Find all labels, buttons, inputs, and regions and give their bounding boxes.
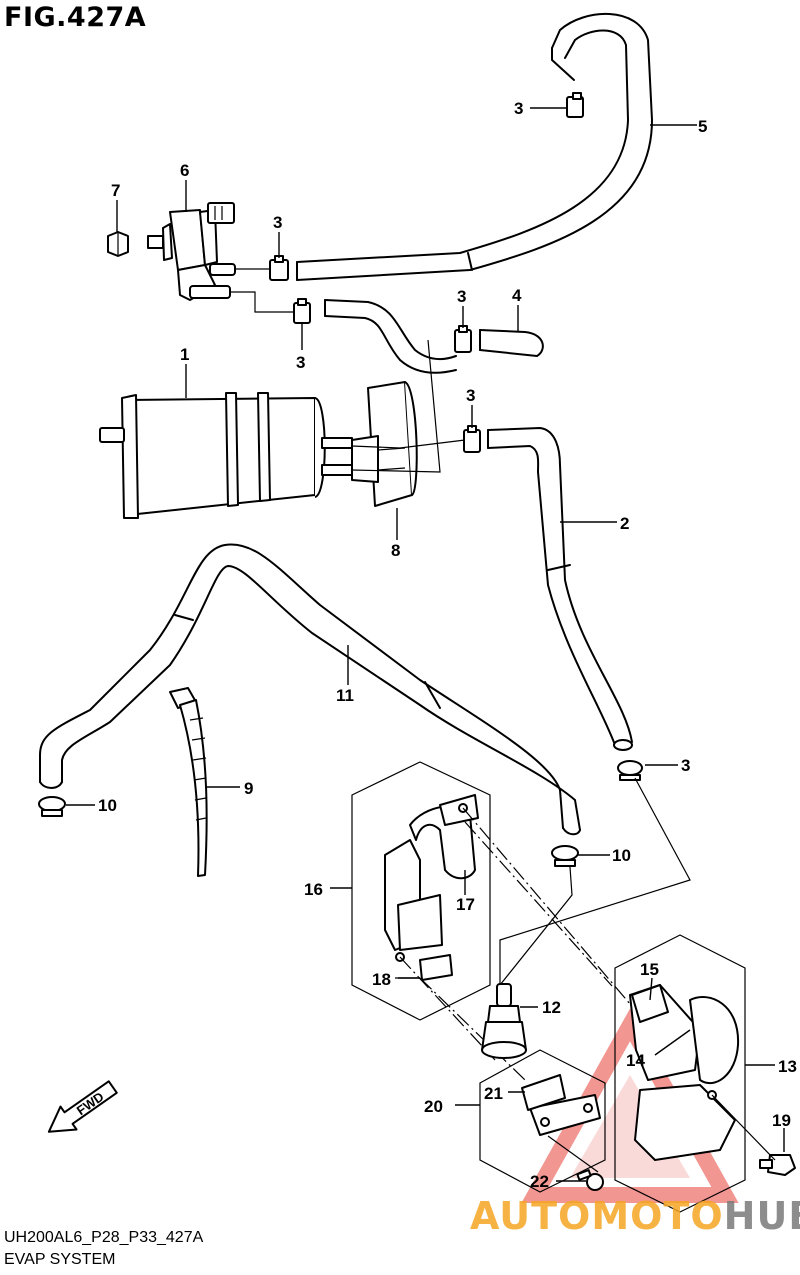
canister-1 [99, 392, 353, 519]
watermark-text-a: AUTOMOTO [470, 1194, 724, 1238]
purge-valve-6 [147, 202, 236, 301]
clamp-10-right [551, 845, 579, 867]
callouts: 5 3 6 7 3 3 3 4 1 3 2 8 11 9 3 10 10 16 … [98, 99, 797, 1191]
leader-lines [66, 107, 785, 1182]
callout-17: 17 [456, 895, 475, 914]
watermark-text-b: HUB [723, 1194, 800, 1238]
callout-1: 1 [180, 345, 189, 364]
callout-22: 22 [530, 1172, 549, 1191]
clip-18 [419, 954, 453, 981]
clamp-10-left [38, 796, 66, 817]
callout-3: 3 [296, 353, 305, 372]
fwd-arrow-icon: FWD [47, 1080, 118, 1133]
clamp-3-hose-4 [454, 325, 472, 353]
callout-20: 20 [424, 1097, 443, 1116]
callout-2: 2 [620, 514, 629, 533]
group-16-outline [351, 761, 491, 1021]
callout-5: 5 [698, 117, 707, 136]
callout-3: 3 [457, 287, 466, 306]
callout-3: 3 [273, 213, 282, 232]
clip-21 [521, 1074, 566, 1111]
group-20-outline [479, 1049, 606, 1193]
callout-15: 15 [640, 960, 659, 979]
clamp-3-hose-2 [463, 425, 481, 453]
hose-11 [39, 543, 581, 836]
hose-2 [487, 427, 633, 751]
watermark-logo: AUTOMOTOHUB [470, 1194, 800, 1238]
holder-17 [409, 794, 479, 880]
callout-13: 13 [778, 1057, 797, 1076]
system-name: EVAP SYSTEM [4, 1251, 116, 1268]
bracket-20 [529, 1094, 601, 1136]
callout-8: 8 [391, 541, 400, 560]
callout-16: 16 [304, 880, 323, 899]
figure-title: FIG.427A [4, 2, 147, 33]
nut-7 [107, 231, 129, 257]
callout-14: 14 [626, 1051, 645, 1070]
clamp-3-valve [269, 255, 289, 281]
callout-4: 4 [512, 286, 522, 305]
callout-11: 11 [336, 686, 354, 705]
callout-10: 10 [612, 846, 631, 865]
callout-21: 21 [484, 1084, 503, 1103]
callout-6: 6 [180, 161, 189, 180]
callout-12: 12 [542, 998, 561, 1017]
callout-10: 10 [98, 796, 117, 815]
callout-3: 3 [681, 756, 690, 775]
figure-code: UH200AL6_P28_P33_427A [4, 1229, 204, 1246]
group-13-outline [614, 934, 746, 1213]
cable-tie-9 [169, 687, 208, 877]
callout-18: 18 [372, 970, 391, 989]
hose-5 [296, 13, 653, 281]
callout-9: 9 [244, 779, 253, 798]
fitting-12 [481, 983, 527, 1059]
clamp-3-bottom [617, 760, 643, 781]
callout-3: 3 [514, 99, 523, 118]
bracket-16 [384, 839, 443, 962]
bolt-19 [759, 1154, 796, 1176]
clamp-3-lower-left [293, 298, 311, 324]
screw-22 [576, 1169, 604, 1191]
hose-4 [324, 299, 544, 374]
callout-7: 7 [111, 181, 120, 200]
filter-8 [351, 381, 418, 507]
callout-3: 3 [466, 386, 475, 405]
callout-19: 19 [772, 1111, 791, 1130]
clamp-3-top [566, 92, 584, 118]
